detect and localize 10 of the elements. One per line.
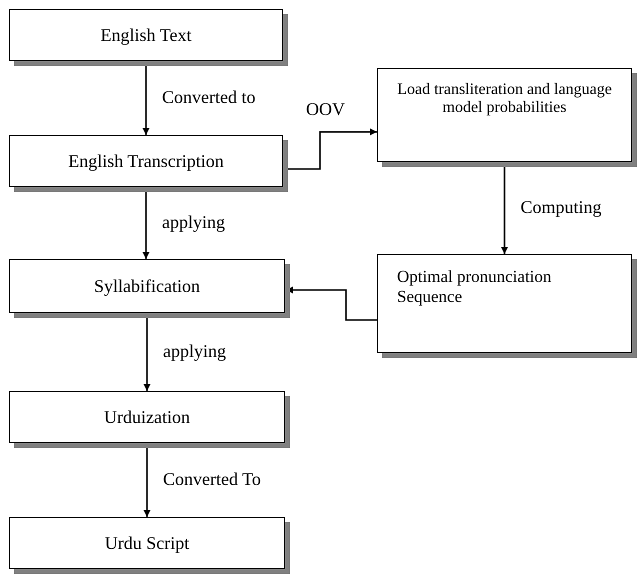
- edge-label: Computing: [520, 198, 602, 218]
- box-label: Syllabification: [94, 276, 200, 296]
- edge-label: applying: [163, 342, 226, 362]
- box-label: Urduization: [104, 406, 190, 428]
- box-label: English Text: [100, 24, 192, 46]
- box-label: English Transcription: [68, 150, 224, 172]
- box-label: Optimal pronunciation Sequence: [397, 267, 552, 306]
- box-label: Urdu Script: [104, 532, 190, 554]
- box-label: Load transliteration and language model probabilities: [396, 81, 613, 118]
- edge-label: applying: [162, 213, 225, 233]
